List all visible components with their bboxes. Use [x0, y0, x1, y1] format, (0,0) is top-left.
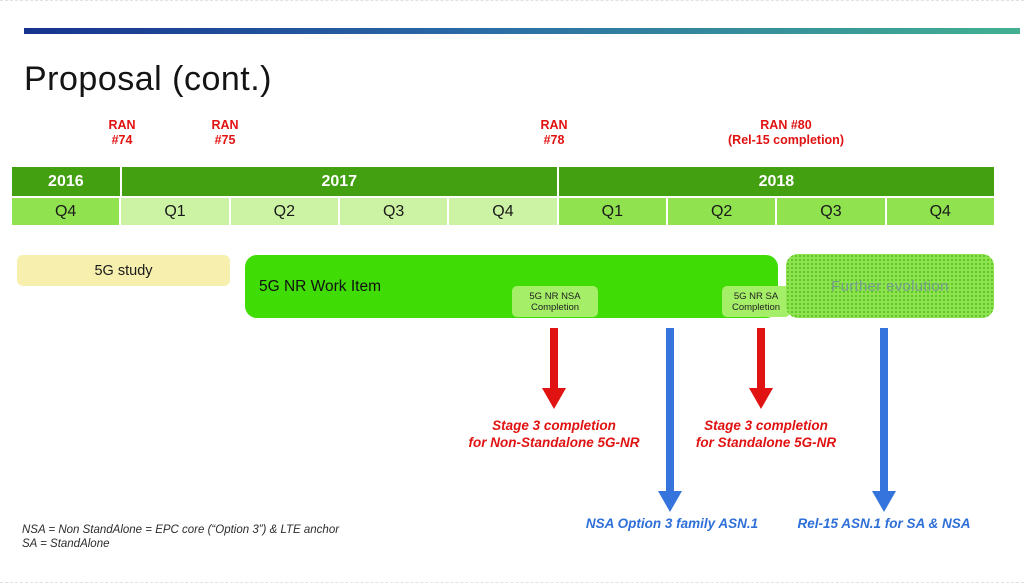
badge-sa-line2: Completion [731, 301, 781, 313]
blue-arrow-rel15-asn1-head [872, 491, 896, 512]
quarter-cell-2018-q1: Q1 [558, 198, 666, 225]
caption-rel15-asn1: Rel-15 ASN.1 for SA & NSA [797, 516, 971, 531]
milestone-ran-75-line2: #75 [214, 133, 236, 147]
red-arrow-sa-head [749, 388, 773, 409]
caption-stage3-nsa: Stage 3 completion for Non-Standalone 5G… [434, 418, 674, 451]
footnote-sa: SA = StandAlone [22, 537, 110, 550]
badge-nsa-line2: Completion [530, 301, 580, 313]
footnotes: NSA = Non StandAlone = EPC core (“Option… [22, 524, 339, 551]
footnote-nsa: NSA = Non StandAlone = EPC core (“Option… [22, 524, 340, 536]
badge-5g-nr-sa-completion: 5G NR SA Completion [722, 286, 790, 317]
slide-top-edge [0, 0, 1024, 1]
badge-5g-nr-nsa-completion: 5G NR NSA Completion [512, 286, 598, 317]
red-arrow-nsa-shaft [550, 328, 558, 388]
milestone-ran-78: RAN #78 [514, 118, 594, 148]
caption-stage3-nsa-line1: Stage 3 completion [492, 418, 616, 433]
caption-nsa-option3-asn1: NSA Option 3 family ASN.1 [585, 516, 759, 531]
milestone-ran-74-line1: RAN [108, 118, 136, 132]
year-cell-2016: 2016 [12, 167, 120, 196]
milestone-ran-75-line1: RAN [211, 118, 239, 132]
milestone-ran-75: RAN #75 [185, 118, 265, 148]
quarter-cell-2017-q3: Q3 [339, 198, 448, 225]
quarter-cell-2018-q4: Q4 [886, 198, 994, 225]
milestone-ran-80-line2: (Rel-15 completion) [728, 133, 844, 147]
bar-5g-nr-work-item: 5G NR Work Item [245, 255, 778, 318]
bar-further-evolution: Further evolution [786, 254, 994, 318]
year-cell-2018: 2018 [558, 167, 994, 196]
bar-5g-study: 5G study [17, 255, 230, 286]
year-cell-2017: 2017 [121, 167, 557, 196]
red-arrow-sa-shaft [757, 328, 765, 388]
quarter-cell-2017-q2: Q2 [230, 198, 338, 225]
quarter-cell-2017-q4: Q4 [449, 198, 557, 225]
milestone-ran-74: RAN #74 [82, 118, 162, 148]
caption-stage3-sa-line1: Stage 3 completion [704, 418, 828, 433]
slide-bottom-edge [0, 582, 1024, 583]
milestone-ran-78-line2: #78 [543, 133, 565, 147]
badge-nsa-line1: 5G NR NSA [529, 290, 581, 302]
blue-arrow-nsa-asn1-head [658, 491, 682, 512]
milestone-ran-80: RAN #80 (Rel-15 completion) [686, 118, 886, 148]
quarter-cell-2016-q4: Q4 [12, 198, 120, 225]
quarter-cell-2018-q3: Q3 [777, 198, 885, 225]
caption-stage3-sa-line2: for Standalone 5G-NR [695, 434, 837, 450]
milestone-ran-78-line1: RAN [540, 118, 568, 132]
blue-arrow-nsa-asn1-shaft [666, 328, 674, 491]
red-arrow-nsa-head [542, 388, 566, 409]
milestone-ran-74-line2: #74 [111, 133, 133, 147]
timeline-quarter-row: Q4 Q1 Q2 Q3 Q4 Q1 Q2 Q3 Q4 [12, 198, 994, 225]
header-gradient-rule [24, 28, 1020, 34]
quarter-cell-2018-q2: Q2 [667, 198, 776, 225]
bar-5g-nr-work-item-label: 5G NR Work Item [259, 277, 382, 295]
page-title: Proposal (cont.) [24, 60, 272, 98]
caption-stage3-nsa-line2: for Non-Standalone 5G-NR [468, 434, 640, 450]
badge-sa-line1: 5G NR SA [733, 290, 779, 302]
quarter-cell-2017-q1: Q1 [121, 198, 229, 225]
bar-further-evolution-label: Further evolution [831, 277, 949, 295]
blue-arrow-rel15-asn1-shaft [880, 328, 888, 491]
timeline-year-row: 2016 2017 2018 [12, 167, 994, 196]
milestone-ran-80-line1: RAN #80 [760, 118, 812, 132]
caption-stage3-sa: Stage 3 completion for Standalone 5G-NR [646, 418, 886, 451]
